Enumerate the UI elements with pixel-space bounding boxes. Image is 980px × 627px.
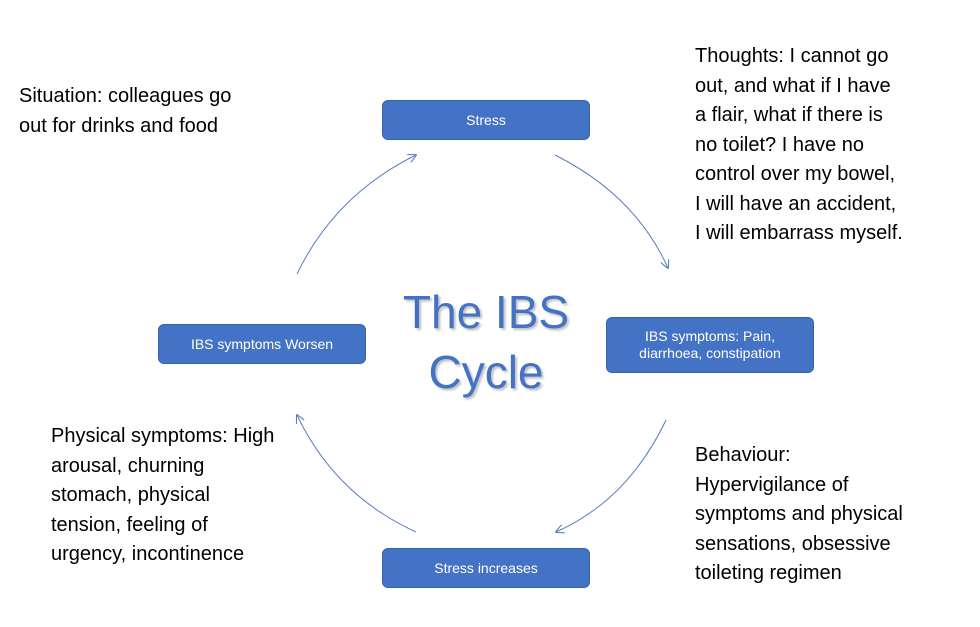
note-thoughts: Thoughts: I cannot go out, and what if I… bbox=[695, 45, 903, 244]
note-situation: Situation: colleagues go out for drinks … bbox=[19, 85, 232, 137]
node-ibs-symptoms-worsen: IBS symptoms Worsen bbox=[158, 324, 366, 364]
note-behaviour: Behaviour: Hypervigilance of symptoms an… bbox=[695, 444, 903, 584]
node-ibs-symptoms-pain-label: IBS symptoms: Pain, diarrhoea, constipat… bbox=[639, 328, 781, 361]
arrow-worsen-to-stress bbox=[296, 155, 416, 275]
node-stress: Stress bbox=[382, 100, 590, 140]
node-stress-increases-label: Stress increases bbox=[434, 559, 538, 576]
arrow-pain-to-increases bbox=[556, 419, 667, 532]
note-physical-symptoms: Physical symptoms: High arousal, churnin… bbox=[51, 425, 275, 565]
arrow-increases-to-worsen bbox=[297, 415, 417, 533]
node-ibs-symptoms-pain: IBS symptoms: Pain, diarrhoea, constipat… bbox=[606, 317, 814, 373]
node-stress-label: Stress bbox=[466, 111, 506, 128]
center-title: The IBS Cycle bbox=[402, 286, 570, 398]
arrow-stress-to-pain bbox=[554, 154, 668, 268]
node-ibs-symptoms-worsen-label: IBS symptoms Worsen bbox=[190, 335, 334, 352]
node-stress-increases: Stress increases bbox=[382, 548, 590, 588]
